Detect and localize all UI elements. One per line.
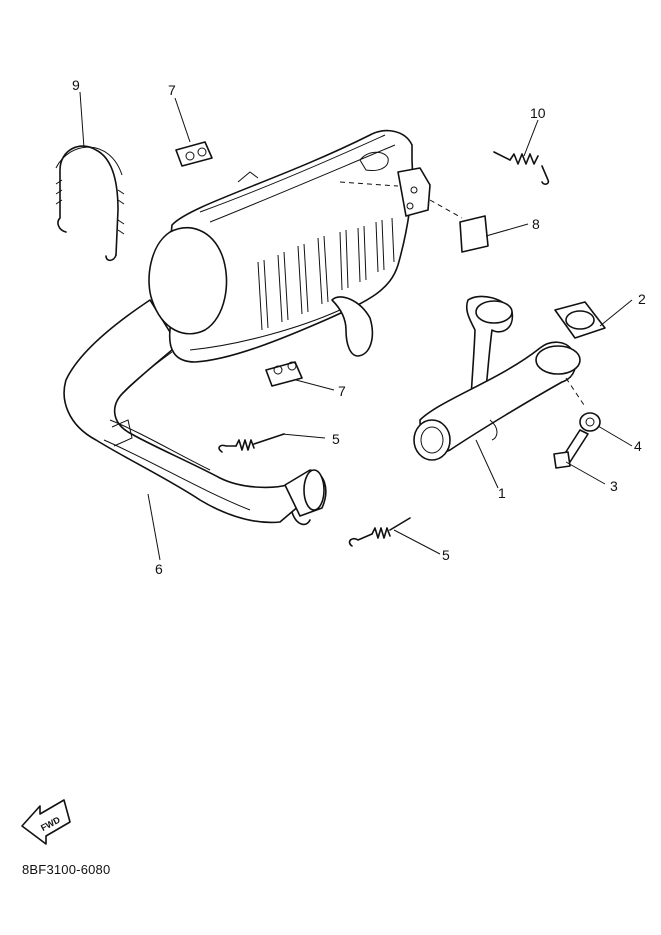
gasket-plate-part xyxy=(459,215,489,253)
nut-part xyxy=(579,412,601,432)
muffler-part xyxy=(148,129,431,363)
callout-7-upper: 7 xyxy=(168,82,176,98)
callout-9: 9 xyxy=(72,77,80,93)
callout-2: 2 xyxy=(638,291,646,307)
damper-lower-part xyxy=(265,361,303,387)
gasket-part xyxy=(554,301,606,339)
callout-4: 4 xyxy=(634,438,642,454)
callout-5-upper: 5 xyxy=(332,431,340,447)
spring-10-part xyxy=(493,151,550,185)
forward-arrow-icon: FWD xyxy=(21,799,71,845)
exhaust-pipe-part xyxy=(63,299,327,526)
front-exhaust-pipe-part xyxy=(413,295,581,461)
callout-8: 8 xyxy=(532,216,540,232)
callout-6: 6 xyxy=(155,561,163,577)
bolt-part xyxy=(553,429,589,469)
diagram-code: 8BF3100-6080 xyxy=(22,862,111,877)
leader-lines xyxy=(79,91,633,561)
callout-1: 1 xyxy=(498,485,506,501)
callout-5-lower: 5 xyxy=(442,547,450,563)
spring-5-lower-part xyxy=(348,517,411,547)
damper-upper-part xyxy=(175,141,213,167)
callout-10: 10 xyxy=(530,105,546,121)
callout-3: 3 xyxy=(610,478,618,494)
spring-icon xyxy=(55,145,125,262)
spring-5-upper-part xyxy=(218,433,285,453)
callout-7-lower: 7 xyxy=(338,383,346,399)
